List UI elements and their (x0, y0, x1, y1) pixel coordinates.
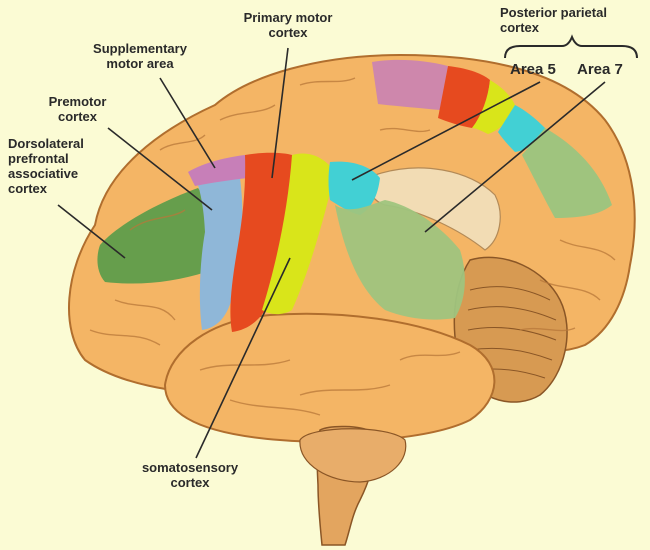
supp-motor-region (188, 155, 248, 186)
leader-dlpfc (57, 204, 126, 259)
label-primary-motor-line1: Primary motor (243, 10, 333, 25)
label-dlpfc-line4: cortex (8, 181, 48, 196)
label-dorsolateral-prefrontal: Dorsolateral prefrontal associative cort… (8, 136, 108, 196)
label-premotor-line2: cortex (57, 109, 98, 124)
label-primary-motor-cortex: Primary motor cortex (218, 10, 358, 40)
leader-area7 (424, 81, 606, 233)
label-premotor-cortex: Premotor cortex (35, 94, 120, 124)
supp-motor-region-top (372, 59, 448, 110)
area5-region (328, 161, 380, 215)
cerebellum-folia (467, 286, 557, 379)
pons (299, 428, 407, 483)
leader-area5 (351, 81, 541, 181)
leader-lines (57, 47, 606, 459)
area7-region (335, 200, 465, 320)
label-ppc-line2: cortex (500, 20, 540, 35)
label-dlpfc-line2: prefrontal (8, 151, 69, 166)
label-premotor-line1: Premotor (48, 94, 107, 109)
label-somato-line1: somatosensory (141, 460, 239, 475)
premotor-region (198, 178, 243, 330)
leader-premotor (107, 127, 213, 211)
area7-region-top (522, 128, 612, 218)
ppc-brace (504, 34, 638, 59)
leader-somatosensory (195, 257, 291, 459)
somatosensory-region (262, 153, 335, 315)
label-area5: Area 5 (510, 61, 556, 78)
area5-region-top (498, 105, 545, 152)
leader-primary-motor (271, 47, 289, 179)
gyri-texture (89, 77, 616, 416)
label-area7: Area 7 (577, 61, 623, 78)
label-dlpfc-line3: associative (8, 166, 79, 181)
label-somato-line2: cortex (170, 475, 210, 490)
leader-supp-motor (159, 77, 216, 169)
primary-motor-region (230, 152, 292, 332)
label-somatosensory-cortex: somatosensory cortex (120, 460, 260, 490)
label-supp-motor-line2: motor area (106, 56, 174, 71)
label-ppc-line1: Posterior parietal (500, 5, 607, 20)
label-dlpfc-line1: Dorsolateral (8, 136, 84, 151)
label-supp-motor-line1: Supplementary (93, 41, 187, 56)
label-supplementary-motor-area: Supplementary motor area (70, 41, 210, 71)
label-posterior-parietal-cortex: Posterior parietal cortex (500, 5, 650, 35)
primary-motor-region-top (438, 66, 490, 128)
label-primary-motor-line2: cortex (268, 25, 308, 40)
